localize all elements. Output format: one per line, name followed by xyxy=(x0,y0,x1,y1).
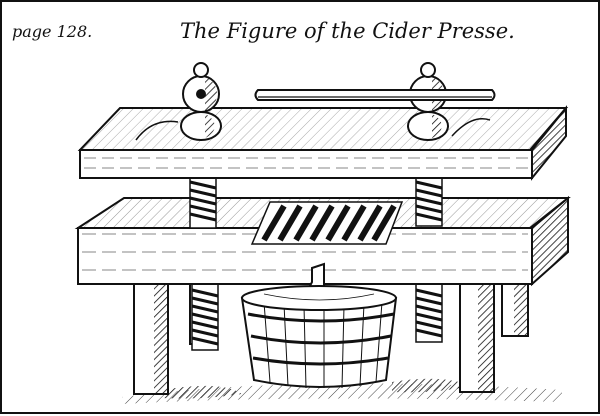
drain-grate xyxy=(250,201,404,245)
page-reference: page 128. xyxy=(12,22,93,41)
screw-nut-right xyxy=(407,62,449,141)
upper-screw-left xyxy=(189,175,217,229)
collecting-tub xyxy=(240,285,398,389)
lower-screw-left xyxy=(191,283,219,351)
turning-bar xyxy=(254,89,496,101)
plate-title: The Figure of the Cider Presse. xyxy=(180,19,515,43)
back-leg-right xyxy=(501,283,529,337)
front-leg-left xyxy=(133,283,169,395)
lower-screw-right xyxy=(415,283,443,343)
press-board xyxy=(77,105,569,181)
ground-shadow xyxy=(122,378,562,404)
upper-screw-right xyxy=(415,175,443,227)
front-leg-right xyxy=(459,283,495,393)
screw-nut-left xyxy=(180,62,222,141)
